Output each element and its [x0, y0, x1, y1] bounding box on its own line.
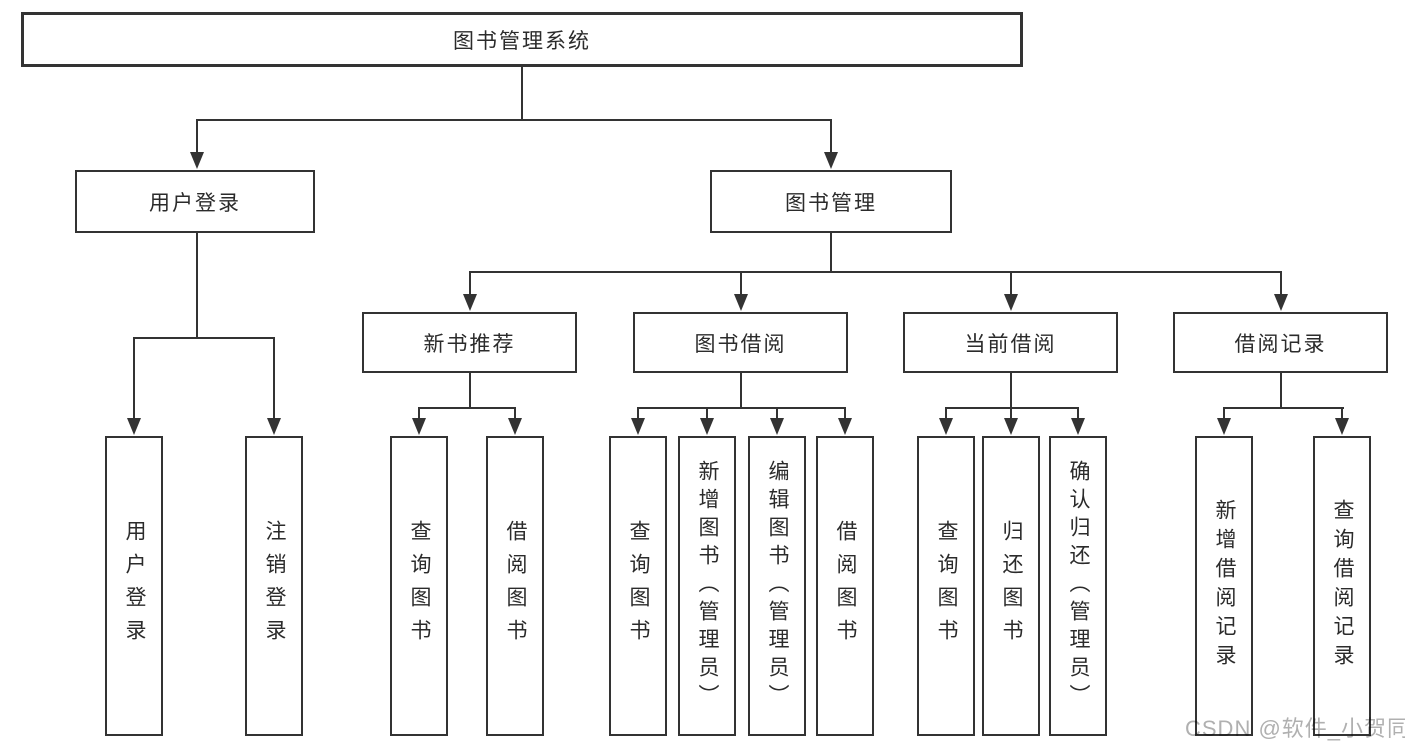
node-label: 用户登录	[149, 191, 241, 215]
node-label: 编辑图书（管理员）	[766, 460, 789, 712]
node-label: 新增图书（管理员）	[696, 460, 719, 712]
node-label: 借阅图书	[504, 520, 527, 652]
node-label: 借阅记录	[1234, 332, 1327, 356]
node-leaf-add-borrow-record: 新增借阅记录	[1195, 436, 1253, 736]
node-label: 当前借阅	[964, 332, 1057, 356]
node-label: 新书推荐	[423, 332, 516, 356]
node-label: 查询图书	[935, 520, 958, 652]
node-leaf-borrow-books: 借阅图书	[816, 436, 874, 736]
node-label: 用户登录	[123, 520, 146, 652]
node-label: 查询图书	[627, 520, 650, 652]
node-leaf-edit-books-admin: 编辑图书（管理员）	[748, 436, 806, 736]
node-label: 查询借阅记录	[1331, 499, 1354, 673]
node-label: 新增借阅记录	[1213, 499, 1236, 673]
node-new-book-recommend: 新书推荐	[362, 312, 577, 373]
node-label: 查询图书	[408, 520, 431, 652]
node-leaf-query-books: 查询图书	[609, 436, 667, 736]
node-leaf-query-books: 查询图书	[917, 436, 975, 736]
csdn-watermark: CSDN @软件_小贺同学	[1185, 716, 1405, 741]
node-leaf-query-borrow-record: 查询借阅记录	[1313, 436, 1371, 736]
node-leaf-query-books: 查询图书	[390, 436, 448, 736]
node-leaf-user-login: 用户登录	[105, 436, 163, 736]
node-label: 图书借阅	[694, 332, 787, 356]
node-label: 借阅图书	[834, 520, 857, 652]
node-leaf-confirm-return-admin: 确认归还（管理员）	[1049, 436, 1107, 736]
node-root-library-system: 图书管理系统	[21, 12, 1023, 67]
node-user-login: 用户登录	[75, 170, 315, 233]
node-leaf-logout: 注销登录	[245, 436, 303, 736]
node-book-management: 图书管理	[710, 170, 952, 233]
node-label: 图书管理系统	[453, 29, 591, 53]
node-leaf-add-books-admin: 新增图书（管理员）	[678, 436, 736, 736]
node-label: 注销登录	[263, 520, 286, 652]
node-leaf-return-books: 归还图书	[982, 436, 1040, 736]
node-leaf-borrow-books: 借阅图书	[486, 436, 544, 736]
node-label: 确认归还（管理员）	[1067, 460, 1090, 712]
node-borrow-records: 借阅记录	[1173, 312, 1388, 373]
node-label: 归还图书	[1000, 520, 1023, 652]
node-label: 图书管理	[785, 191, 877, 215]
node-book-borrow: 图书借阅	[633, 312, 848, 373]
node-current-borrow: 当前借阅	[903, 312, 1118, 373]
